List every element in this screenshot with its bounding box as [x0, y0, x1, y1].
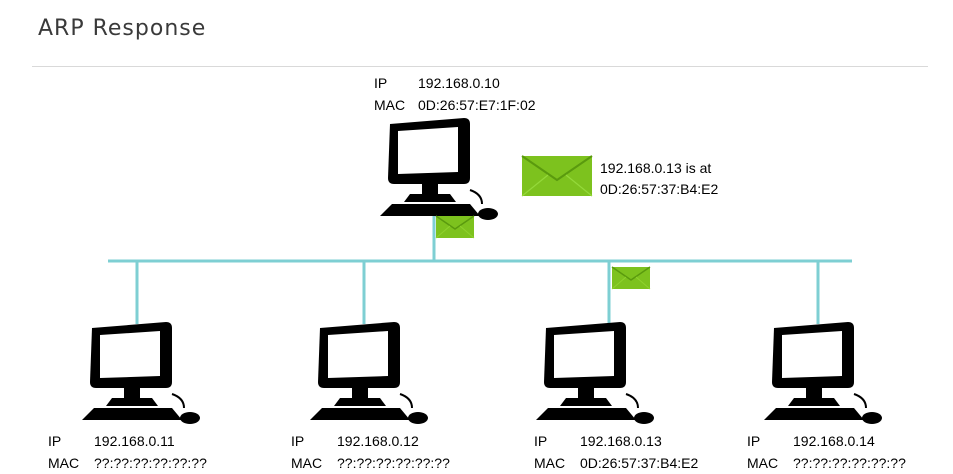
host-address-label: IP 192.168.0.11 MAC??:??:??:??:??:??	[48, 430, 207, 474]
host-computer-icon	[763, 321, 883, 425]
mac-key: MAC	[374, 97, 406, 113]
sender-ip: 192.168.0.10	[418, 75, 500, 91]
mac-key: MAC	[747, 455, 779, 471]
arp-reply-line-1: 192.168.0.13 is at	[600, 160, 712, 176]
host-ip: 192.168.0.14	[793, 433, 875, 449]
host-ip: 192.168.0.12	[337, 433, 419, 449]
host-mac: ??:??:??:??:??:??	[337, 455, 450, 471]
host-computer-icon	[309, 321, 429, 425]
sender-computer-icon	[379, 117, 499, 221]
ip-key: IP	[48, 433, 62, 449]
sender-address-label: IP 192.168.0.10 MAC 0D:26:57:E7:1F:02	[374, 72, 536, 116]
packet-envelope-icon	[611, 266, 651, 290]
arp-reply-envelope-icon	[521, 155, 593, 197]
host-mac: 0D:26:57:37:B4:E2	[580, 455, 699, 471]
sender-mac: 0D:26:57:E7:1F:02	[418, 97, 536, 113]
arp-reply-line-2: 0D:26:57:37:B4:E2	[600, 181, 719, 197]
page-title: ARP Response	[38, 16, 207, 41]
host-mac: ??:??:??:??:??:??	[793, 455, 906, 471]
ip-key: IP	[747, 433, 761, 449]
network-wires	[108, 206, 852, 324]
arp-reply-message: 192.168.0.13 is at 0D:26:57:37:B4:E2	[600, 158, 718, 200]
packet-envelope-icon	[435, 215, 475, 239]
title-divider	[32, 66, 928, 67]
mac-key: MAC	[291, 455, 323, 471]
host-ip: 192.168.0.13	[580, 433, 662, 449]
host-address-label: IP 192.168.0.13 MAC 0D:26:57:37:B4:E2	[534, 430, 698, 474]
ip-key: IP	[291, 433, 305, 449]
host-mac: ??:??:??:??:??:??	[94, 455, 207, 471]
ip-key: IP	[534, 433, 548, 449]
host-ip: 192.168.0.11	[94, 433, 175, 449]
host-computer-icon	[81, 321, 201, 425]
host-computer-icon	[535, 321, 655, 425]
host-address-label: IP 192.168.0.12 MAC??:??:??:??:??:??	[291, 430, 450, 474]
mac-key: MAC	[534, 455, 566, 471]
ip-key: IP	[374, 75, 388, 91]
mac-key: MAC	[48, 455, 80, 471]
host-address-label: IP 192.168.0.14 MAC??:??:??:??:??:??	[747, 430, 906, 474]
